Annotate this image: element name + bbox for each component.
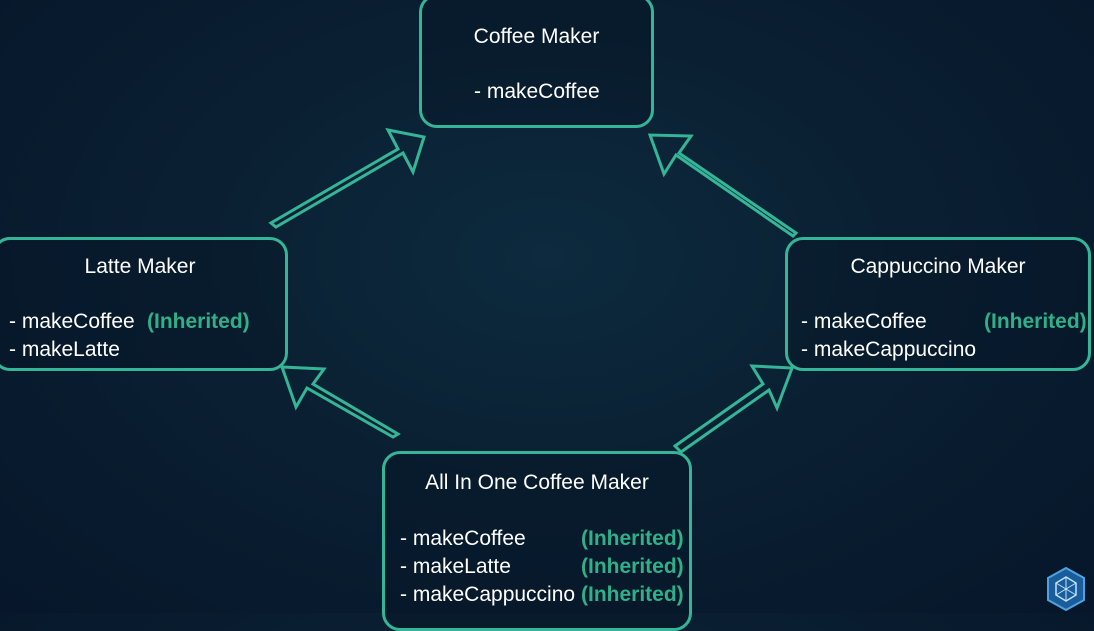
cappuccino-maker-box: Cappuccino Maker - makeCoffee (Inherited… bbox=[785, 237, 1091, 371]
cappuccino-maker-title: Cappuccino Maker bbox=[850, 255, 1026, 278]
all-in-one-makecappuccino-inherited-tag: (Inherited) bbox=[581, 583, 684, 606]
arrow-allinone-to-latte bbox=[279, 365, 401, 439]
latte-maker-method-makelatte: - makeLatte bbox=[9, 338, 120, 361]
hexagon-cube-logo-icon bbox=[1046, 566, 1086, 616]
coffee-maker-title: Coffee Maker bbox=[473, 25, 600, 48]
cappuccino-maker-method-makecappuccino: - makeCappuccino bbox=[801, 338, 977, 361]
arrow-latte-to-coffee bbox=[268, 127, 426, 229]
coffee-maker-method-makecoffee: - makeCoffee bbox=[474, 80, 600, 103]
latte-maker-method-makecoffee: - makeCoffee bbox=[9, 310, 135, 333]
arrow-cappuccino-to-coffee bbox=[647, 133, 799, 238]
cappuccino-maker-method-makecoffee: - makeCoffee bbox=[801, 310, 927, 333]
arrow-allinone-to-cappuccino bbox=[672, 364, 795, 454]
latte-maker-title: Latte Maker bbox=[84, 255, 196, 278]
all-in-one-method-makelatte: - makeLatte bbox=[400, 555, 511, 578]
latte-maker-inherited-tag: (Inherited) bbox=[147, 310, 250, 333]
all-in-one-method-makecoffee: - makeCoffee bbox=[400, 527, 526, 550]
all-in-one-method-makecappuccino: - makeCappuccino bbox=[400, 583, 576, 606]
all-in-one-makecoffee-inherited-tag: (Inherited) bbox=[581, 527, 684, 550]
inheritance-arrows bbox=[268, 127, 799, 454]
coffee-maker-box: Coffee Maker - makeCoffee bbox=[419, 0, 654, 128]
all-in-one-makelatte-inherited-tag: (Inherited) bbox=[581, 555, 684, 578]
all-in-one-maker-box: All In One Coffee Maker - makeCoffee (In… bbox=[382, 451, 692, 631]
all-in-one-maker-title: All In One Coffee Maker bbox=[425, 471, 649, 494]
latte-maker-box: Latte Maker - makeCoffee (Inherited) - m… bbox=[0, 237, 288, 371]
cappuccino-maker-inherited-tag: (Inherited) bbox=[984, 310, 1087, 333]
